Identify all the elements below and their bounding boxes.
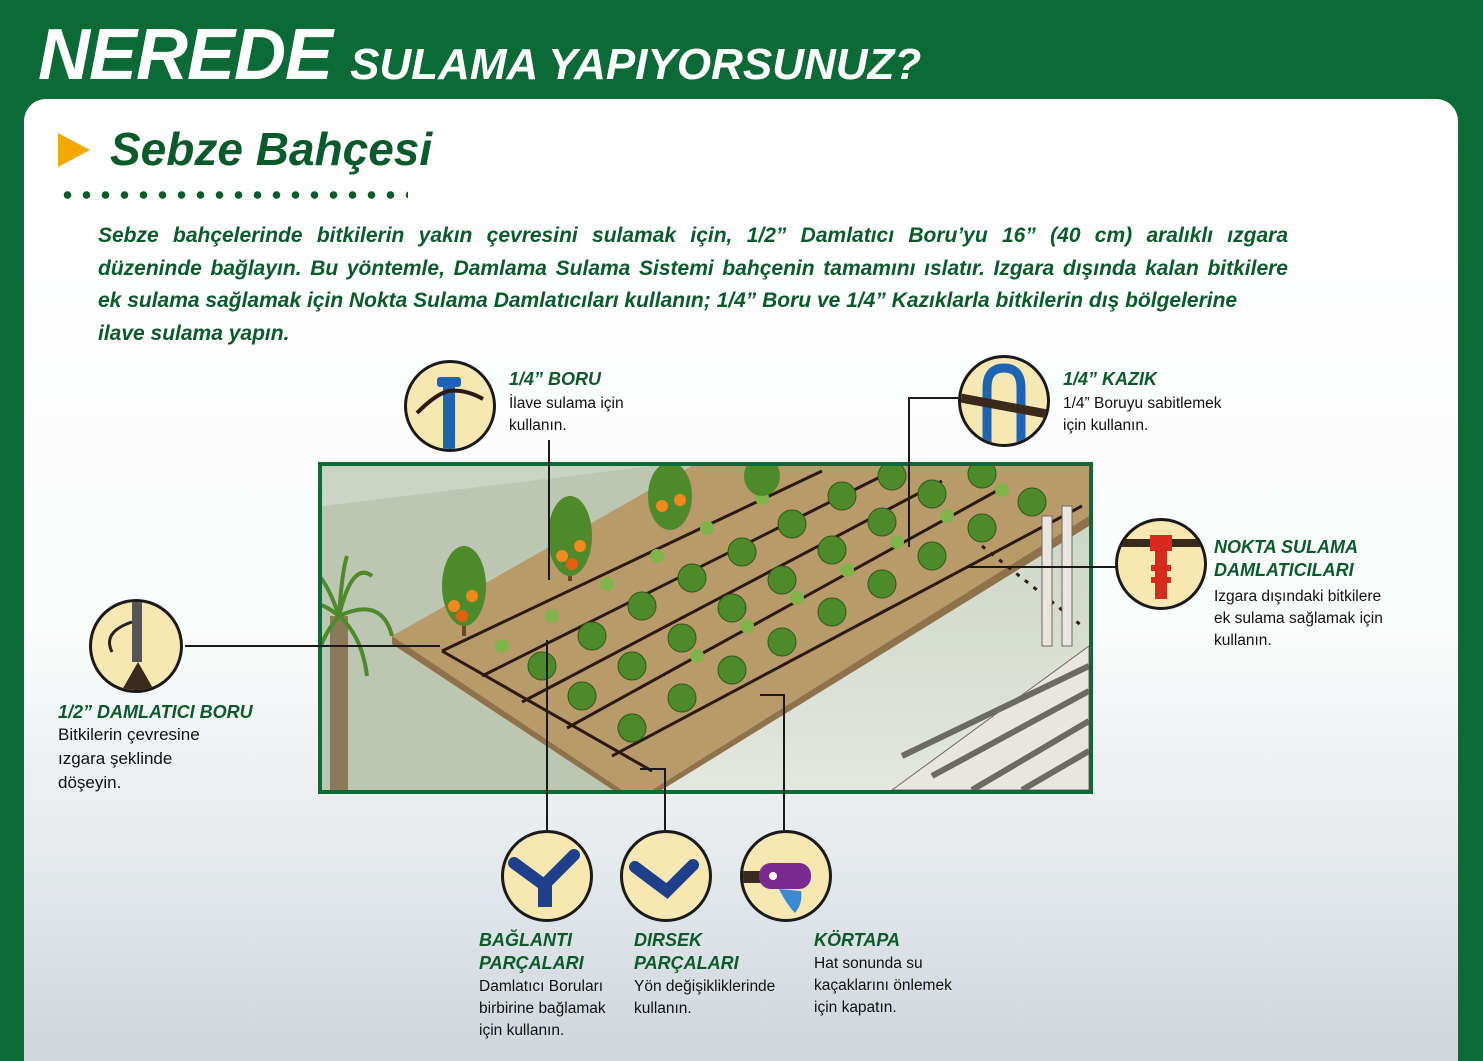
page-title: NEREDE SULAMA YAPIYORSUNUZ? (38, 14, 921, 96)
spot-dripper-title: NOKTA SULAMA DAMLATICILARI (1214, 536, 1358, 582)
coupling-desc: Damlatıcı Boruları birbirine bağlamak iç… (479, 976, 606, 1042)
drip-tube-desc: Bitkilerin çevresine ızgara şeklinde döş… (58, 723, 200, 795)
desc-line: döşeyin. (58, 773, 122, 792)
desc-line: ızgara şeklinde (58, 749, 173, 768)
elbow-title: DIRSEK PARÇALARI (634, 929, 739, 975)
page-title-big: NEREDE (38, 15, 333, 95)
desc-line: için kapatın. (814, 999, 897, 1016)
coupling-title: BAĞLANTI PARÇALARI (479, 929, 584, 975)
leader-line (760, 694, 785, 696)
desc-line: İlave sulama için (509, 395, 624, 412)
title-line: BAĞLANTI (479, 930, 572, 950)
desc-line: ek sulama sağlamak için (1214, 610, 1383, 627)
dotted-divider (58, 190, 408, 200)
desc-line: Yön değişikliklerinde (634, 978, 776, 995)
title-line: DAMLATICILARI (1214, 560, 1354, 580)
desc-line: kaçaklarını önlemek (814, 977, 952, 994)
spot-dripper-icon (1118, 535, 1204, 599)
desc-line: için kullanın. (479, 1022, 565, 1039)
end-cap-icon (743, 863, 811, 913)
section-title: Sebze Bahçesi (110, 123, 433, 175)
spot-dripper-badge (1115, 518, 1207, 610)
stake-badge (958, 355, 1050, 447)
leader-line (185, 645, 440, 647)
desc-line: birbirine bağlamak (479, 1000, 606, 1017)
drip-tube-badge (89, 599, 183, 693)
leader-line (546, 640, 548, 830)
end-cap-title: KÖRTAPA (814, 930, 901, 950)
intro-line: düzeninde bağlayın. Bu yöntemle, Damlama… (98, 256, 1288, 280)
stake-title: 1/4” KAZIK (1063, 369, 1158, 389)
title-line: NOKTA SULAMA (1214, 537, 1358, 557)
garden-illustration (318, 462, 1093, 794)
leader-line (548, 440, 550, 580)
leader-line (783, 696, 785, 830)
coupling-icon (508, 849, 580, 907)
elbow-desc: Yön değişikliklerinde kullanın. (634, 976, 775, 1020)
page-title-small: SULAMA YAPIYORSUNUZ? (350, 40, 922, 89)
leader-line (968, 566, 1116, 568)
stake-icon (961, 363, 1047, 444)
elbow-badge (620, 830, 712, 922)
leader-line (664, 770, 666, 830)
quarter-tube-desc: İlave sulama için kullanın. (509, 393, 624, 437)
coupling-badge (501, 830, 593, 922)
end-cap-badge (740, 830, 832, 922)
desc-line: 1/4” Boruyu sabitlemek (1063, 395, 1222, 412)
leader-line (908, 397, 958, 399)
intro-line: ilave sulama yapın. (98, 321, 290, 345)
leader-line (640, 768, 666, 770)
quarter-tube-badge (404, 360, 496, 452)
end-cap-desc: Hat sonunda su kaçaklarını önlemek için … (814, 953, 952, 1019)
title-line: DIRSEK (634, 930, 703, 950)
elbow-icon (629, 859, 699, 899)
quarter-tube-icon (415, 377, 484, 449)
intro-line: Sebze bahçelerinde bitkilerin yakın çevr… (98, 224, 1288, 247)
spot-dripper-desc: Izgara dışındaki bitkilere ek sulama sağ… (1214, 586, 1383, 652)
desc-line: Damlatıcı Boruları (479, 978, 604, 995)
stake-desc: 1/4” Boruyu sabitlemek için kullanın. (1063, 393, 1222, 437)
play-arrow-icon (58, 133, 90, 167)
desc-line: Bitkilerin çevresine (58, 725, 200, 744)
desc-line: Izgara dışındaki bitkilere (1214, 588, 1382, 605)
intro-line: ek sulama sağlamak için Nokta Sulama Dam… (98, 289, 1238, 312)
quarter-tube-title: 1/4” BORU (509, 369, 602, 389)
desc-line: kullanın. (509, 417, 567, 434)
desc-line: için kullanın. (1063, 417, 1149, 434)
title-line: PARÇALARI (634, 953, 739, 973)
title-line: PARÇALARI (479, 953, 584, 973)
drip-tube-title: 1/2” DAMLATICI BORU (58, 702, 253, 722)
leader-line (908, 397, 910, 547)
intro-paragraph: Sebze bahçelerinde bitkilerin yakın çevr… (98, 220, 1288, 350)
desc-line: kullanın. (1214, 632, 1272, 649)
desc-line: kullanın. (634, 1000, 692, 1017)
drip-tube-icon (108, 602, 154, 690)
garden-scene-image (322, 466, 1089, 790)
desc-line: Hat sonunda su (814, 955, 923, 972)
